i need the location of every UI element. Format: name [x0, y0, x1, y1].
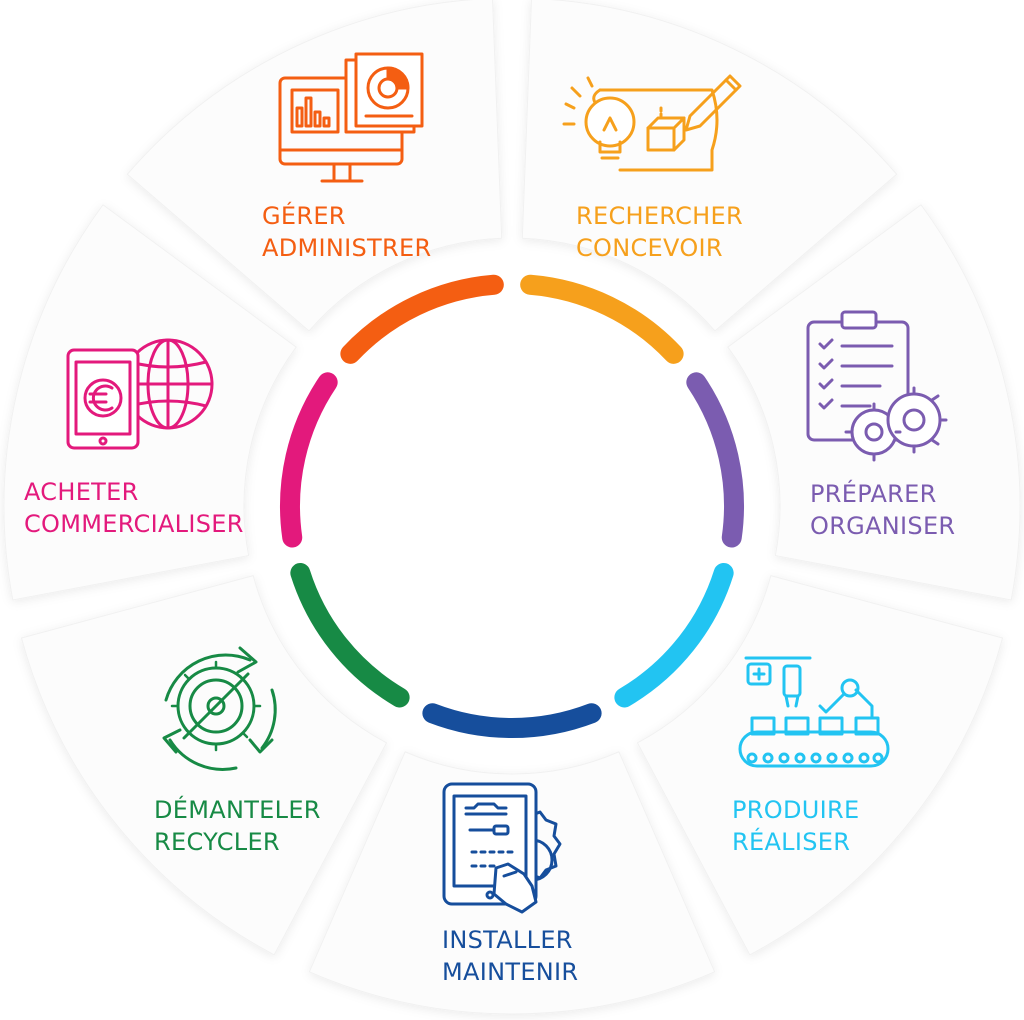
lightbulb-blueprint-icon — [562, 74, 742, 172]
segment-arcs — [280, 274, 744, 738]
label-produire-line1: PRODUIRE — [732, 796, 859, 824]
label-produire: PRODUIRE RÉALISER — [732, 796, 859, 856]
label-demanteler-line2: RECYCLER — [154, 828, 280, 856]
monitor-dashboard-icon — [278, 52, 424, 183]
segment-arc-produire — [614, 562, 734, 708]
segment-arc-demanteler — [290, 562, 410, 708]
clipboard-gears-icon — [806, 310, 948, 462]
label-rechercher: RECHERCHER CONCEVOIR — [576, 202, 743, 262]
label-acheter: ACHETER COMMERCIALISER — [24, 478, 244, 538]
label-gerer-line2: ADMINISTRER — [262, 234, 431, 262]
tablet-tools-icon — [442, 782, 562, 914]
segment-arc-gerer — [340, 274, 504, 364]
robot-conveyor-icon — [738, 656, 890, 768]
label-produire-line2: RÉALISER — [732, 827, 850, 856]
label-installer: INSTALLER MAINTENIR — [442, 926, 578, 986]
label-preparer-line1: PRÉPARER — [810, 479, 937, 508]
label-gerer-line1: GÉRER — [262, 201, 346, 230]
label-acheter-line2: COMMERCIALISER — [24, 510, 244, 538]
recycle-gear-icon — [162, 646, 277, 771]
segment-arc-rechercher — [520, 274, 684, 364]
segment-petal-preparer — [727, 204, 1021, 601]
label-gerer: GÉRER ADMINISTRER — [262, 201, 431, 262]
label-preparer: PRÉPARER ORGANISER — [810, 479, 955, 540]
label-demanteler-line1: DÉMANTELER — [154, 795, 321, 824]
label-rechercher-line2: CONCEVOIR — [576, 234, 723, 262]
label-rechercher-line1: RECHERCHER — [576, 202, 743, 230]
label-installer-line1: INSTALLER — [442, 926, 573, 954]
segment-arc-acheter — [280, 372, 338, 548]
label-preparer-line2: ORGANISER — [810, 512, 955, 540]
label-installer-line2: MAINTENIR — [442, 958, 578, 986]
segment-arc-preparer — [686, 372, 744, 548]
segment-petal-rechercher — [521, 0, 898, 332]
segment-arc-installer — [422, 703, 602, 738]
label-demanteler: DÉMANTELER RECYCLER — [154, 795, 321, 856]
tablet-euro-globe-icon — [66, 338, 214, 450]
label-acheter-line1: ACHETER — [24, 478, 139, 506]
